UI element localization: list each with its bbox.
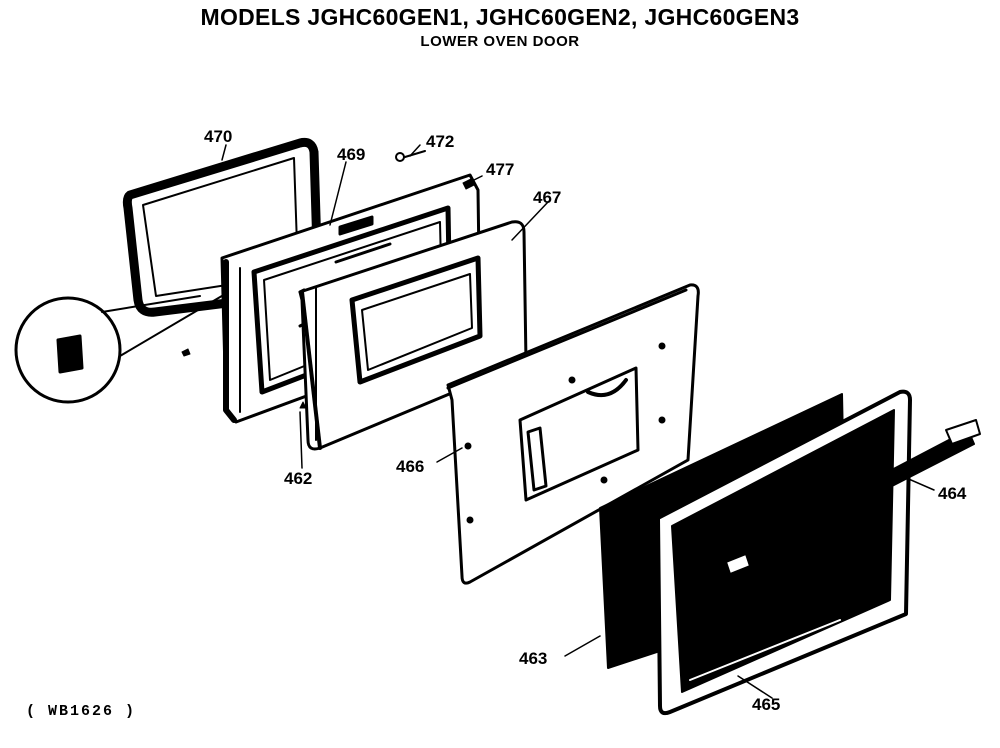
callout-466: 466	[396, 457, 424, 476]
callout-469: 469	[337, 145, 365, 164]
page-subtitle: LOWER OVEN DOOR	[420, 33, 580, 50]
part-472-screw	[395, 150, 426, 162]
callout-472: 472	[426, 132, 454, 151]
callout-462: 462	[284, 469, 312, 488]
part-465-outer-frame	[656, 389, 912, 716]
callout-470: 470	[204, 127, 232, 146]
callout-463: 463	[519, 649, 547, 668]
part-467-door-panel	[298, 220, 528, 451]
part-462-clip	[299, 401, 307, 409]
part-464-trim-strip	[799, 419, 981, 531]
part-466-inner-panel	[446, 283, 700, 585]
detail-magnifier	[14, 289, 233, 404]
page-title: MODELS JGHC60GEN1, JGHC60GEN2, JGHC60GEN…	[200, 4, 800, 30]
callout-464: 464	[938, 484, 967, 503]
callout-465: 465	[752, 695, 780, 714]
callout-477: 477	[486, 160, 514, 179]
diagram-code: ( WB1626 )	[26, 703, 137, 720]
callout-467: 467	[533, 188, 561, 207]
leader-lines	[221, 144, 935, 699]
